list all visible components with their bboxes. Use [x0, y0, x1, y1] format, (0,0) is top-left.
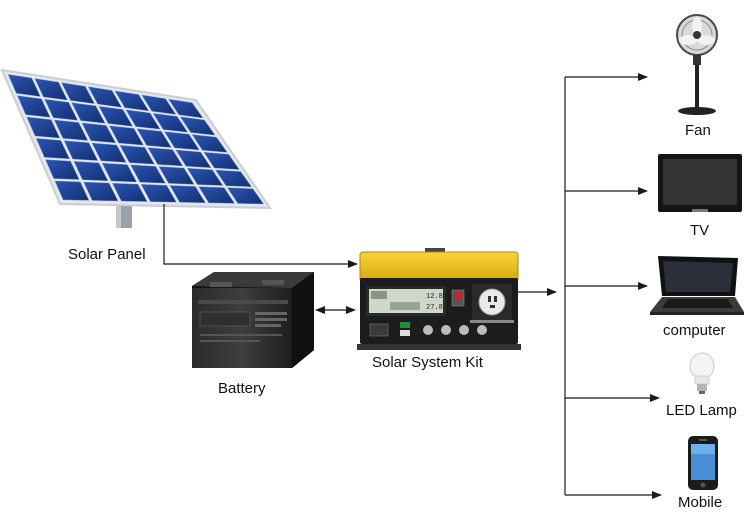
solar-cell — [54, 180, 90, 201]
solar-cell — [141, 94, 177, 115]
solar-cell — [175, 149, 212, 168]
solar-cell — [168, 98, 204, 119]
led-lamp-label: LED Lamp — [666, 402, 737, 419]
computer-label: computer — [663, 322, 726, 339]
solar-cell — [101, 162, 137, 183]
kit-lcd-readout-2: 27.8 — [426, 304, 443, 312]
solar-cell — [44, 99, 78, 121]
solar-cell — [164, 131, 200, 151]
solar-cell — [81, 122, 116, 144]
solar-cell — [136, 128, 172, 148]
solar-cell — [61, 82, 95, 104]
solar-cell — [98, 106, 133, 127]
kit-label: Solar System Kit — [372, 354, 483, 371]
solar-cell — [54, 119, 88, 141]
solar-cell — [34, 78, 68, 101]
solar-cell — [114, 90, 149, 112]
solar-cell — [227, 187, 264, 205]
kit-lcd-readout-1: 12.8 — [426, 293, 443, 301]
solar-cell — [63, 140, 99, 161]
connection-lines — [163, 73, 662, 499]
solar-cell — [17, 95, 51, 118]
solar-cell — [191, 134, 228, 153]
solar-cell — [198, 186, 235, 204]
solar-cell — [203, 152, 240, 170]
battery-label: Battery — [218, 380, 266, 397]
solar-cell — [91, 142, 127, 163]
solar-panel-label: Solar Panel — [68, 246, 146, 263]
solar-cell — [147, 147, 183, 167]
solar-cell — [88, 86, 122, 108]
battery-image — [192, 272, 314, 368]
solar-cell — [45, 159, 80, 180]
solar-cell — [125, 109, 161, 130]
solar-cell — [215, 169, 252, 187]
tv-label: TV — [690, 222, 710, 239]
computer-image — [650, 256, 744, 315]
solar-cell — [179, 116, 216, 136]
solar-cell — [112, 183, 148, 202]
solar-cell — [158, 166, 195, 185]
solar-cell — [119, 145, 155, 165]
solar-cell — [152, 113, 188, 133]
solar-cell — [71, 102, 106, 124]
solar-cell — [140, 184, 177, 203]
solar-panel-cells — [7, 74, 264, 205]
solar-cell — [109, 125, 144, 146]
led-lamp-image — [689, 352, 715, 394]
mobile-label: Mobile — [678, 494, 723, 511]
mobile-image — [688, 436, 718, 490]
solar-cell — [130, 164, 166, 184]
solar-cell — [35, 138, 70, 159]
solar-cell — [26, 116, 61, 139]
tv-image — [658, 154, 742, 212]
solar-cell — [169, 185, 206, 203]
fan-image — [676, 14, 718, 115]
solar-panel-image — [0, 68, 272, 228]
solar-cell — [7, 74, 41, 97]
solar-cell — [187, 168, 224, 186]
solar-cell — [83, 181, 119, 202]
solar-cell — [73, 161, 109, 181]
solar-system-kit-image: 12.8 27.8 — [357, 248, 521, 350]
fan-label: Fan — [685, 122, 711, 139]
